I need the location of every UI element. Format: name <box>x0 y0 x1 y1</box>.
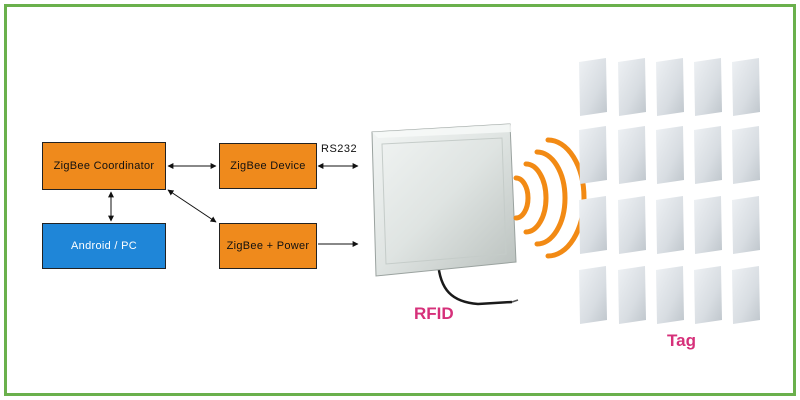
tag-card <box>579 58 607 116</box>
tag-card <box>618 58 646 116</box>
zigbee-device-block: ZigBee Device <box>219 143 317 189</box>
tag-card <box>618 196 646 254</box>
tag-card <box>732 196 760 254</box>
arrow-coordinator-power <box>167 189 217 223</box>
tag-card <box>579 196 607 254</box>
tag-card <box>579 266 607 324</box>
rfid-label: RFID <box>414 304 454 323</box>
tag-card <box>618 266 646 324</box>
tag-card <box>656 266 684 324</box>
rfid-antenna-image <box>371 123 519 306</box>
tag-card <box>656 58 684 116</box>
tag-card <box>656 196 684 254</box>
zigbee-coordinator-block: ZigBee Coordinator <box>42 142 166 190</box>
tag-label: Tag <box>667 331 696 350</box>
tag-card <box>694 266 722 324</box>
tag-card <box>732 58 760 116</box>
tag-card <box>618 126 646 184</box>
rfid-tags-grid <box>579 58 760 324</box>
tag-card <box>732 126 760 184</box>
zigbee-power-block: ZigBee + Power <box>219 223 317 269</box>
tag-card <box>732 266 760 324</box>
android-pc-block: Android / PC <box>42 223 166 269</box>
rf-waves-icon <box>513 137 587 259</box>
tag-card <box>656 126 684 184</box>
tag-card <box>694 126 722 184</box>
tag-card <box>694 58 722 116</box>
rs232-label: RS232 <box>321 143 358 155</box>
tag-card <box>579 126 607 184</box>
tag-card <box>694 196 722 254</box>
